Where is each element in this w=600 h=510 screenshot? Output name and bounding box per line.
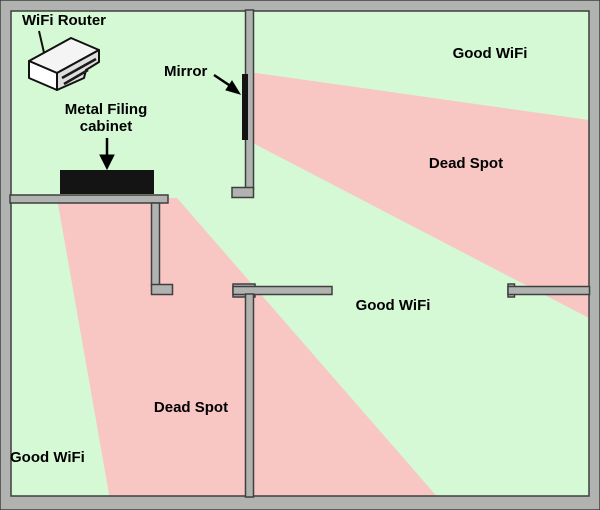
- mirror-label: Mirror: [164, 63, 208, 80]
- good-wifi-label-top-right: Good WiFi: [452, 45, 528, 62]
- wall-left-horizontal: [9, 194, 169, 204]
- interior-walls: [9, 9, 591, 498]
- wall-top-divider-endcap: [231, 186, 255, 199]
- wifi-router-icon: [28, 30, 100, 91]
- metal-filing-cabinet-label-line1: Metal Filing: [64, 101, 148, 118]
- metal-filing-cabinet-label: Metal Filing cabinet: [41, 101, 171, 135]
- router-vent-slot: [61, 57, 97, 80]
- wall-bottom-divider: [244, 293, 255, 498]
- wifi-router-label: WiFi Router: [22, 12, 107, 29]
- dead-spot-label-bottom-left: Dead Spot: [153, 399, 229, 416]
- dead-spot-label-top-right: Dead Spot: [428, 155, 504, 172]
- dead-spot-wedge-mirror: [249, 72, 589, 318]
- annotation-arrows: [99, 73, 242, 171]
- metal-filing-cabinet-shape: [60, 170, 154, 194]
- cabinet-arrowhead: [99, 154, 115, 171]
- mirror-arrowhead: [225, 80, 242, 95]
- wall-left-vertical: [150, 202, 161, 287]
- router-vent-slot: [63, 68, 89, 86]
- good-wifi-label-bottom-left: Good WiFi: [10, 449, 85, 466]
- wall-mid-left-horizontal: [232, 285, 333, 296]
- wall-mid-right-horizontal: [507, 285, 591, 296]
- good-wifi-label-middle: Good WiFi: [355, 297, 431, 314]
- mirror-shape: [242, 74, 248, 140]
- metal-filing-cabinet-label-line2: cabinet: [79, 118, 133, 135]
- wall-left-vertical-endcap: [150, 283, 174, 296]
